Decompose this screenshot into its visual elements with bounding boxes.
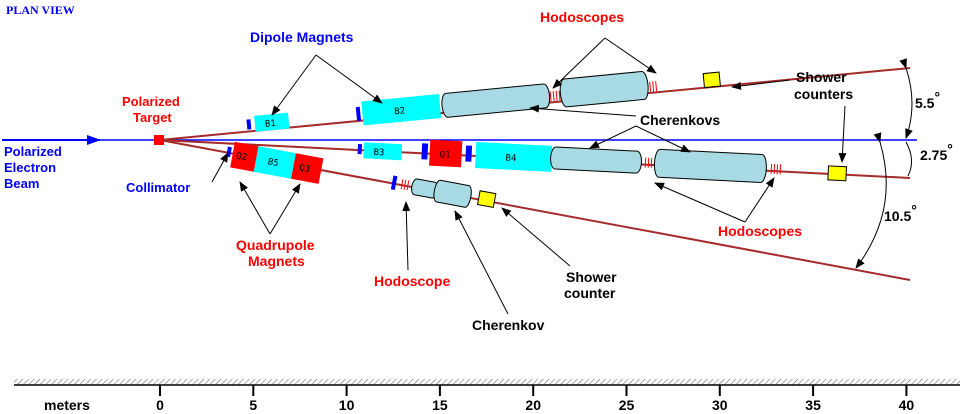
shower-counters-label-1: Shower: [796, 69, 847, 85]
label-b1: B1: [265, 119, 277, 130]
cherenkov-upper-2: [559, 71, 649, 108]
collimator-b4: [465, 145, 473, 162]
hodoscope-lower: [400, 179, 410, 191]
target-label-2: Target: [133, 110, 172, 125]
arm-10-5: Q2 B5 Q3: [226, 141, 497, 209]
cherenkov-upper-1: [441, 83, 551, 118]
hodoscope-top-pointer-1: [552, 37, 606, 89]
hodoscope-middle-1: [644, 157, 653, 168]
shower-counter-middle: [827, 165, 848, 182]
hodoscopes-top-label: Hodoscopes: [540, 9, 624, 25]
hodoscope-upper-2: [649, 81, 658, 92]
dipole-pointer-b2: [315, 54, 383, 104]
shower-pointer-middle: [838, 105, 847, 163]
shower-pointer-upper: [731, 79, 791, 90]
hodoscope-bottom-pointer: [402, 201, 411, 271]
scale-tick-label: 10: [339, 397, 355, 413]
target-label-1: Polarized: [122, 94, 180, 109]
cherenkov-pointer-upper: [529, 104, 637, 117]
angle-arc-2-75: [905, 141, 912, 177]
scale-label: meters: [44, 397, 90, 413]
hodoscope-bottom-label: Hodoscope: [374, 273, 450, 289]
collimator-lower: [390, 175, 398, 191]
hodoscopes-right-label: Hodoscopes: [718, 223, 802, 239]
label-b4: B4: [505, 154, 516, 165]
cherenkov-pointer-mid2: [635, 125, 691, 153]
cherenkov-bottom-label: Cherenkov: [472, 317, 545, 333]
shower-counter-pointer: [501, 207, 571, 267]
arm-2-75: B3 Q1 B4: [357, 139, 848, 183]
cherenkov-lower-2: [433, 179, 472, 208]
scale-tick-label: 25: [619, 397, 635, 413]
hodoscope-right-pointer-2: [744, 177, 775, 223]
beam-label-2: Electron: [4, 160, 56, 175]
collimator-pointer: [211, 152, 229, 183]
scale-hatch: [14, 379, 960, 385]
angle-label-10-5: 10.5°: [884, 202, 917, 224]
cherenkov-middle-2: [653, 148, 767, 183]
page-title: PLAN VIEW: [6, 3, 75, 17]
scale-ticks: 0 5 10 15 20 25 30 35 40: [156, 385, 914, 413]
hodoscope-middle-2: [770, 163, 782, 175]
angle-arc-5-5: [899, 58, 913, 139]
scale-ruler: meters 0 5 10 15 20 25 30 35 40: [14, 379, 960, 413]
dipole-b5: [253, 146, 296, 179]
shower-counter-label-2: counter: [564, 285, 616, 301]
scale-tick-label: 5: [249, 397, 257, 413]
angle-label-2-75: 2.75°: [920, 141, 953, 163]
shower-counters-label-2: counters: [794, 86, 853, 102]
scale-tick-label: 40: [899, 397, 915, 413]
label-q1: Q1: [439, 150, 450, 161]
dipole-b4: [474, 142, 553, 172]
cherenkov-middle-1: [550, 146, 643, 174]
shower-counter-label-1: Shower: [566, 269, 617, 285]
hodoscope-top-pointer-2: [604, 37, 657, 74]
quad-pointer-q2: [239, 181, 271, 235]
collimator-b1: [246, 119, 252, 130]
dipole-b1: [254, 112, 290, 132]
quad-q2: [230, 141, 259, 172]
collimator-b3: [357, 144, 363, 155]
scale-tick-label: 35: [805, 397, 821, 413]
quadrupole-label-1: Quadrupole: [236, 237, 315, 253]
arm-5-5: B1 B2: [246, 71, 721, 132]
shower-counter-upper: [702, 71, 721, 89]
angle-arc-10-5: [855, 132, 887, 269]
cherenkov-bottom-pointer: [454, 210, 509, 315]
scale-tick-label: 20: [525, 397, 541, 413]
quad-q3: [291, 153, 324, 184]
cherenkovs-label: Cherenkovs: [640, 112, 720, 128]
cherenkov-pointer-mid1: [589, 125, 637, 149]
scale-tick-label: 30: [712, 397, 728, 413]
collimator-label: Collimator: [126, 180, 190, 195]
dipole-pointer-b1: [271, 54, 317, 116]
shower-counter-lower: [476, 190, 497, 209]
collimator-b2: [355, 106, 362, 122]
hodoscope-upper-1: [549, 90, 561, 102]
scale-tick-label: 15: [432, 397, 448, 413]
quad-pointer-q3: [269, 183, 301, 235]
label-b2: B2: [394, 106, 406, 117]
quad-q1: [429, 139, 463, 168]
collimator-q1: [421, 143, 429, 160]
quadrupole-label-2: Magnets: [248, 253, 305, 269]
scale-tick-label: 0: [156, 397, 164, 413]
label-b5: B5: [267, 157, 279, 169]
angle-label-5-5: 5.5°: [915, 89, 940, 111]
label-b3: B3: [373, 148, 384, 159]
beam-label-3: Beam: [4, 176, 39, 191]
label-q2: Q2: [235, 151, 247, 163]
hodoscope-right-pointer-1: [654, 182, 746, 223]
polarized-target: [154, 135, 164, 145]
dipole-b3: [363, 142, 403, 161]
dipole-magnets-label: Dipole Magnets: [250, 29, 354, 45]
beam-label-1: Polarized: [4, 144, 62, 159]
label-q3: Q3: [298, 163, 310, 175]
